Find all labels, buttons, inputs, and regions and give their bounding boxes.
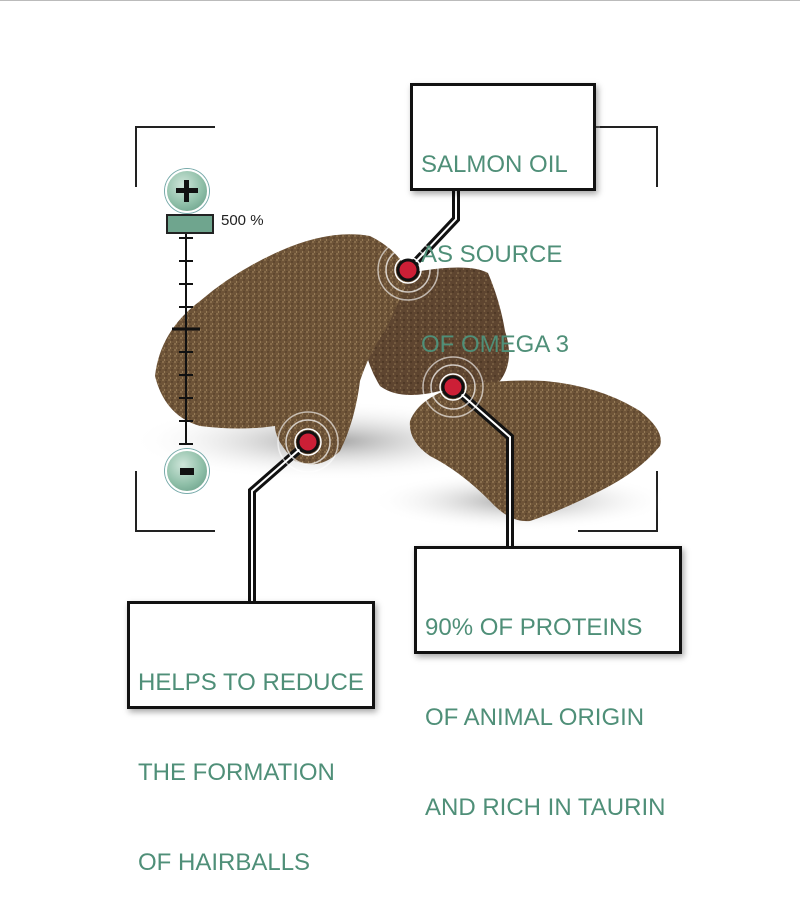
callout-hairballs: HELPS TO REDUCE THE FORMATION OF HAIRBAL… bbox=[127, 601, 375, 876]
connector-lines bbox=[248, 126, 600, 601]
callout-line: HELPS TO REDUCE bbox=[138, 669, 364, 696]
zoom-level-indicator[interactable] bbox=[166, 214, 214, 234]
zoom-out-button[interactable] bbox=[165, 449, 209, 493]
marker-salmon-oil bbox=[377, 239, 439, 301]
callout-line: THE FORMATION bbox=[138, 759, 335, 786]
callout-line: OF HAIRBALLS bbox=[138, 849, 311, 876]
callout-salmon-oil: SALMON OIL AS SOURCE OF OMEGA 3 bbox=[410, 83, 596, 358]
callout-line: OF ANIMAL ORIGIN bbox=[425, 704, 645, 731]
marker-hairballs bbox=[277, 411, 339, 473]
callout-line: OF OMEGA 3 bbox=[421, 331, 570, 358]
plus-icon bbox=[176, 180, 198, 202]
marker-proteins bbox=[422, 356, 484, 418]
minus-icon bbox=[180, 467, 194, 475]
callout-line: AND RICH IN TAURIN bbox=[425, 794, 666, 821]
zoom-slider-track bbox=[172, 231, 200, 445]
callout-line: SALMON OIL bbox=[421, 151, 568, 178]
callout-line: 90% OF PROTEINS bbox=[425, 614, 643, 641]
illustration-canvas bbox=[130, 126, 670, 601]
callout-proteins: 90% OF PROTEINS OF ANIMAL ORIGIN AND RIC… bbox=[414, 546, 682, 821]
callout-line: AS SOURCE bbox=[421, 241, 563, 268]
zoom-in-button[interactable] bbox=[165, 169, 209, 213]
zoom-level-label: 500 % bbox=[221, 212, 264, 229]
